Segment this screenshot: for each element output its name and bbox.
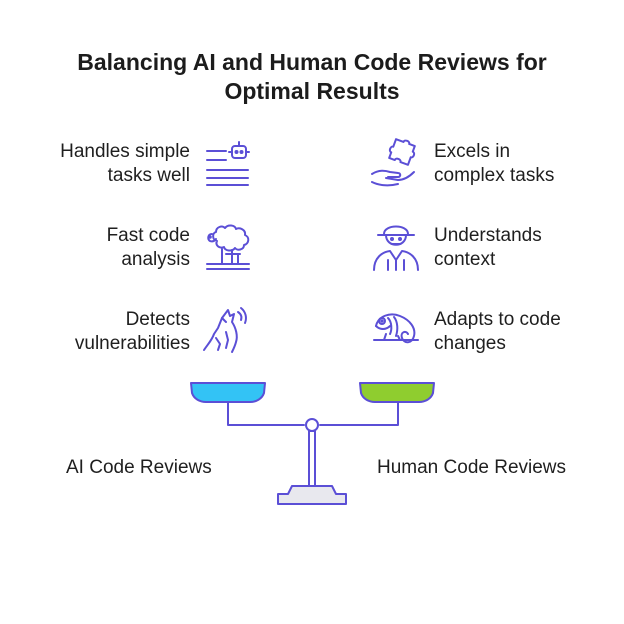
left-item-3-line-1: Detects bbox=[125, 309, 190, 330]
right-item-3-line-2: changes bbox=[434, 333, 506, 354]
right-item-2-line-1: Understands bbox=[434, 225, 542, 246]
human-code-reviews-label: Human Code Reviews bbox=[377, 457, 567, 478]
hand-puzzle-piece-icon bbox=[368, 138, 420, 190]
left-item-1-line-2: tasks well bbox=[107, 165, 190, 186]
right-item-3-line-1: Adapts to code bbox=[434, 309, 561, 330]
balance-scale bbox=[180, 370, 450, 520]
left-item-2-line-2: analysis bbox=[121, 249, 190, 270]
scale-post bbox=[308, 430, 316, 487]
ai-code-reviews-label: AI Code Reviews bbox=[66, 457, 212, 478]
pivot bbox=[305, 418, 319, 432]
right-item-context: Understands context bbox=[434, 224, 542, 272]
left-item-simple-tasks: Handles simple tasks well bbox=[60, 140, 190, 188]
sheep-on-stand-icon bbox=[202, 222, 254, 274]
right-arm bbox=[319, 401, 399, 426]
left-item-2-line-1: Fast code bbox=[106, 225, 190, 246]
right-item-1-line-1: Excels in bbox=[434, 141, 511, 162]
left-item-fast-analysis: Fast code analysis bbox=[107, 224, 190, 272]
right-item-adapts: Adapts to code changes bbox=[434, 308, 561, 356]
left-arm bbox=[227, 401, 305, 426]
right-item-complex-tasks: Excels in complex tasks bbox=[434, 140, 554, 188]
howling-wolf-icon bbox=[200, 304, 252, 356]
left-item-vulnerabilities: Detects vulnerabilities bbox=[75, 308, 190, 356]
left-item-1-line-1: Handles simple bbox=[60, 141, 190, 162]
chameleon-icon bbox=[370, 304, 422, 356]
diagram-title: Balancing AI and Human Code Reviews for … bbox=[0, 48, 624, 106]
right-item-1-line-2: complex tasks bbox=[434, 165, 555, 186]
right-item-2-line-2: context bbox=[434, 249, 496, 270]
detective-person-icon bbox=[370, 220, 422, 272]
left-pan bbox=[190, 382, 266, 403]
right-pan bbox=[359, 382, 435, 403]
robot-list-icon bbox=[202, 140, 254, 192]
scale-base bbox=[277, 485, 347, 505]
title-line-1: Balancing AI and Human Code Reviews for bbox=[77, 49, 547, 75]
title-line-2: Optimal Results bbox=[224, 78, 400, 104]
left-item-3-line-2: vulnerabilities bbox=[74, 333, 190, 354]
